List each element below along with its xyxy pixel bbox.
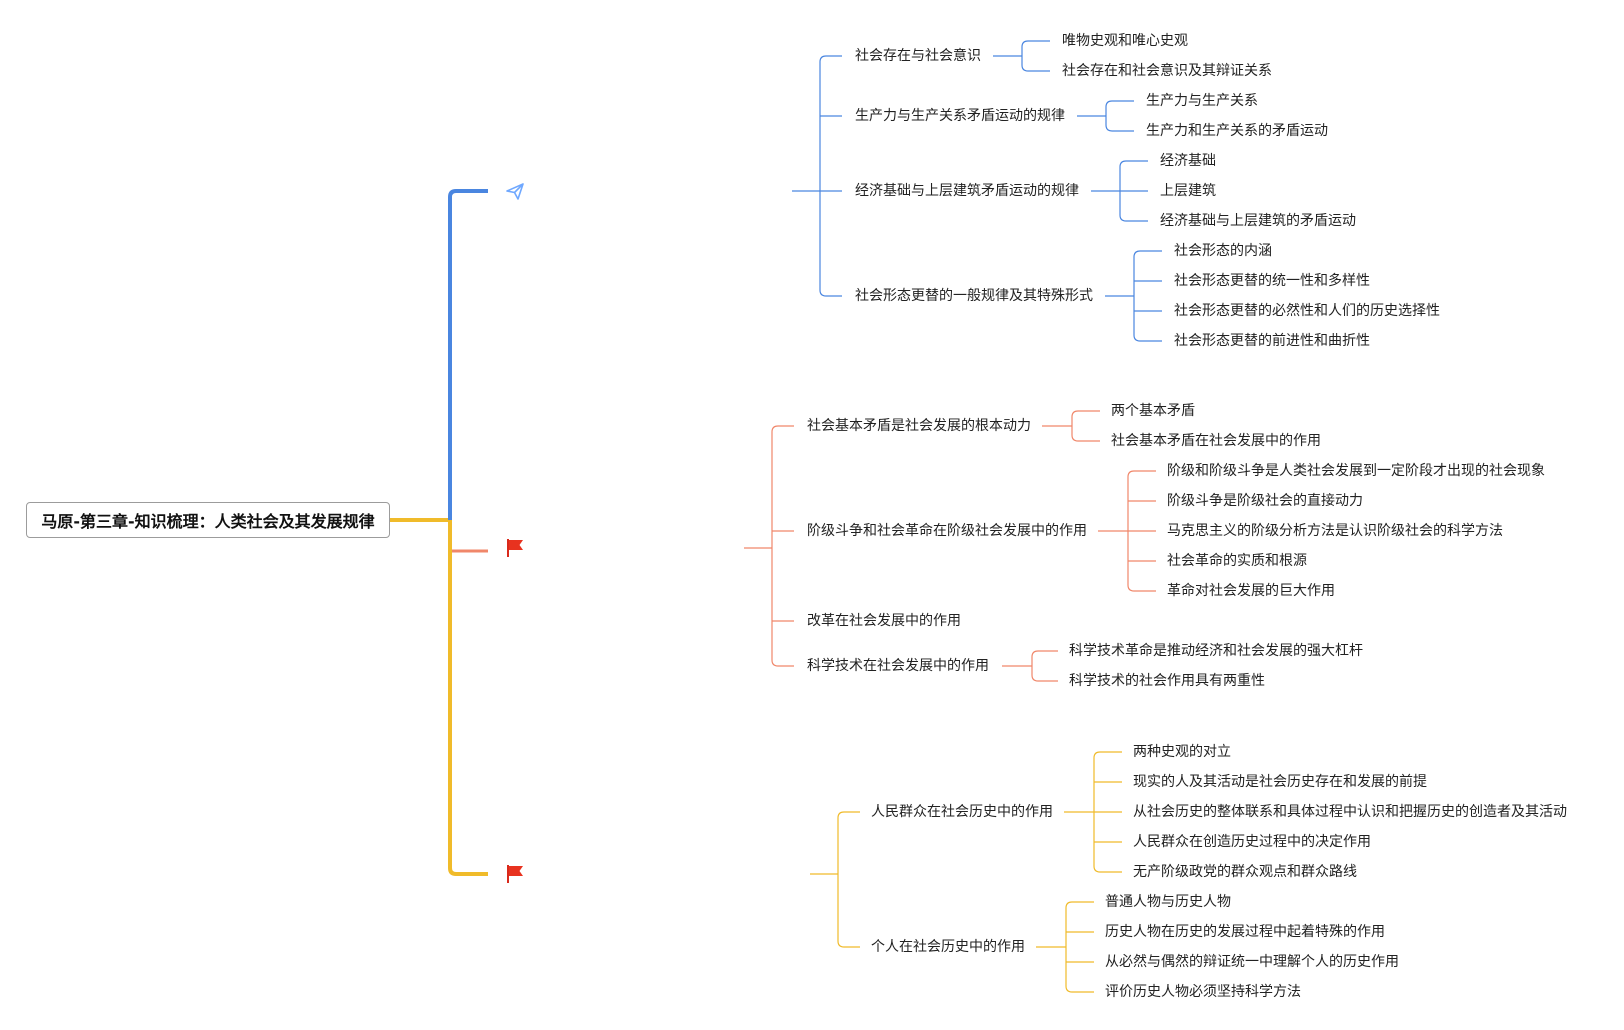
s2t2-branch <box>1127 531 1156 592</box>
section-3-node[interactable]: 第三节 人民群众在历史发展中的作用 <box>488 856 810 892</box>
subtopic-node[interactable]: 现实的人及其活动是社会历史存在和发展的前提 <box>1133 774 1427 790</box>
topic-node[interactable]: 经济基础与上层建筑矛盾运动的规律 <box>855 183 1079 199</box>
red-flag-icon <box>504 863 526 885</box>
subtopic-node[interactable]: 革命对社会发展的巨大作用 <box>1167 583 1335 599</box>
subtopic-node[interactable]: 普通人物与历史人物 <box>1105 894 1231 910</box>
topic-node[interactable]: 个人在社会历史中的作用 <box>871 939 1025 955</box>
subtopic-node[interactable]: 社会存在和社会意识及其辩证关系 <box>1062 63 1272 79</box>
subtopic-node[interactable]: 生产力和生产关系的矛盾运动 <box>1146 123 1328 139</box>
section-1-node[interactable]: 第一节 社会基本矛盾及其运动规律 <box>488 173 792 209</box>
section-2-topics-branch <box>771 548 794 667</box>
section-2-node[interactable]: 第二节 社会历史发展的动力 <box>488 530 744 566</box>
red-flag-icon <box>504 537 526 559</box>
section-1-connector <box>448 189 488 520</box>
s2t4-branch <box>1031 650 1058 666</box>
topic-node[interactable]: 人民群众在社会历史中的作用 <box>871 804 1053 820</box>
topic-node[interactable]: 社会存在与社会意识 <box>855 48 981 64</box>
s1t2-branch <box>1105 116 1134 132</box>
subtopic-node[interactable]: 社会形态更替的必然性和人们的历史选择性 <box>1174 303 1440 319</box>
topic-node[interactable]: 改革在社会发展中的作用 <box>807 613 961 629</box>
subtopic-node[interactable]: 评价历史人物必须坚持科学方法 <box>1105 984 1301 1000</box>
root-node[interactable]: 马原-第三章-知识梳理：人类社会及其发展规律 <box>26 502 390 538</box>
subtopic-node[interactable]: 社会形态的内涵 <box>1174 243 1272 259</box>
topic-node[interactable]: 社会形态更替的一般规律及其特殊形式 <box>855 288 1093 304</box>
s1t4-branch <box>1133 296 1162 342</box>
section-3-topics-branch <box>837 811 860 874</box>
subtopic-node[interactable]: 生产力与生产关系 <box>1146 93 1258 109</box>
subtopic-node[interactable]: 科学技术革命是推动经济和社会发展的强大杠杆 <box>1069 643 1363 659</box>
subtopic-node[interactable]: 两个基本矛盾 <box>1111 403 1195 419</box>
s1t1-branch <box>1021 40 1050 56</box>
section-3-connector <box>448 520 488 876</box>
subtopic-node[interactable]: 从社会历史的整体联系和具体过程中认识和把握历史的创造者及其活动 <box>1133 804 1567 820</box>
section-1-topics-branch <box>819 55 842 191</box>
subtopic-node[interactable]: 阶级斗争是阶级社会的直接动力 <box>1167 493 1363 509</box>
s1t3-branch <box>1119 191 1148 222</box>
subtopic-node[interactable]: 人民群众在创造历史过程中的决定作用 <box>1133 834 1371 850</box>
subtopic-node[interactable]: 社会基本矛盾在社会发展中的作用 <box>1111 433 1321 449</box>
section-3-topics-branch <box>837 874 860 948</box>
subtopic-node[interactable]: 经济基础 <box>1160 153 1216 169</box>
s3t1-branch <box>1093 751 1122 812</box>
topic-node[interactable]: 生产力与生产关系矛盾运动的规律 <box>855 108 1065 124</box>
subtopic-node[interactable]: 历史人物在历史的发展过程中起着特殊的作用 <box>1105 924 1385 940</box>
subtopic-node[interactable]: 经济基础与上层建筑的矛盾运动 <box>1160 213 1356 229</box>
root-label: 马原-第三章-知识梳理：人类社会及其发展规律 <box>41 512 375 531</box>
s1t3-branch <box>1119 160 1148 191</box>
topic-node[interactable]: 社会基本矛盾是社会发展的根本动力 <box>807 418 1031 434</box>
s1t4-branch <box>1133 250 1162 296</box>
subtopic-node[interactable]: 科学技术的社会作用具有两重性 <box>1069 673 1265 689</box>
subtopic-node[interactable]: 社会形态更替的统一性和多样性 <box>1174 273 1370 289</box>
subtopic-node[interactable]: 上层建筑 <box>1160 183 1216 199</box>
section-2-label: 第二节 社会历史发展的动力 <box>536 540 734 559</box>
subtopic-node[interactable]: 无产阶级政党的群众观点和群众路线 <box>1133 864 1357 880</box>
s3t2-branch <box>1065 901 1094 947</box>
s2t2-branch <box>1127 470 1156 531</box>
topic-node[interactable]: 科学技术在社会发展中的作用 <box>807 658 989 674</box>
section-2-topics-branch <box>771 425 794 548</box>
s2t1-branch <box>1071 410 1100 426</box>
topic-node[interactable]: 阶级斗争和社会革命在阶级社会发展中的作用 <box>807 523 1087 539</box>
subtopic-node[interactable]: 马克思主义的阶级分析方法是认识阶级社会的科学方法 <box>1167 523 1503 539</box>
s2t1-branch <box>1071 426 1100 442</box>
s1t1-branch <box>1021 56 1050 72</box>
subtopic-node[interactable]: 两种史观的对立 <box>1133 744 1231 760</box>
s3t1-branch <box>1093 812 1122 873</box>
s1t2-branch <box>1105 100 1134 116</box>
section-3-label: 第三节 人民群众在历史发展中的作用 <box>536 866 798 885</box>
subtopic-node[interactable]: 阶级和阶级斗争是人类社会发展到一定阶段才出现的社会现象 <box>1167 463 1545 479</box>
subtopic-node[interactable]: 从必然与偶然的辩证统一中理解个人的历史作用 <box>1105 954 1399 970</box>
subtopic-node[interactable]: 唯物史观和唯心史观 <box>1062 33 1188 49</box>
subtopic-node[interactable]: 社会革命的实质和根源 <box>1167 553 1307 569</box>
s2t4-branch <box>1031 666 1058 682</box>
s3t2-branch <box>1065 947 1094 993</box>
paper-plane-icon <box>504 180 526 202</box>
section-1-topics-branch <box>819 191 842 297</box>
subtopic-node[interactable]: 社会形态更替的前进性和曲折性 <box>1174 333 1370 349</box>
section-1-label: 第一节 社会基本矛盾及其运动规律 <box>536 183 782 202</box>
